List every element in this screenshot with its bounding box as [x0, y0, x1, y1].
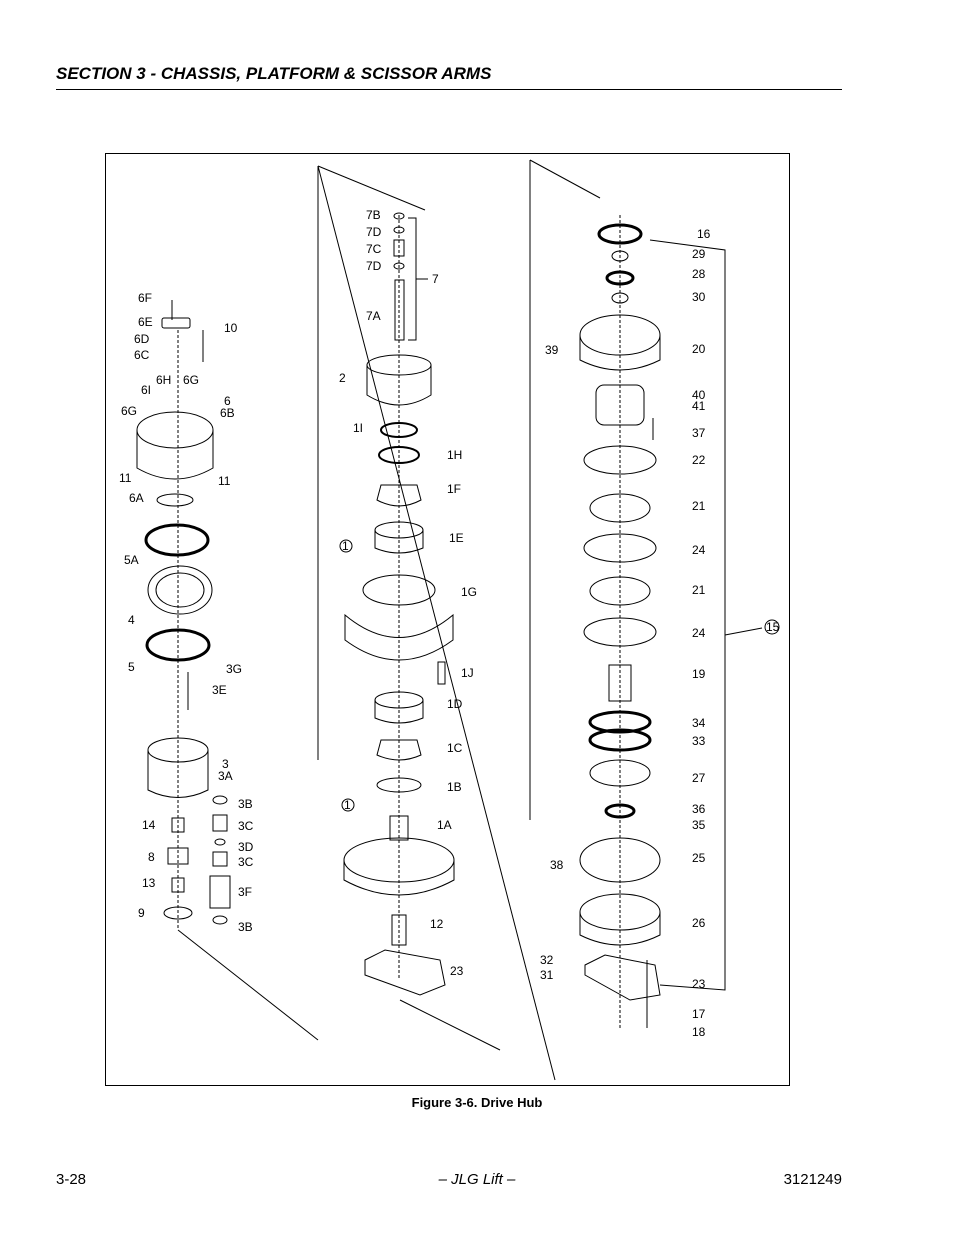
callout-3C: 3C	[238, 819, 254, 833]
callout-22: 22	[692, 453, 706, 467]
callout-13: 13	[142, 876, 156, 890]
callout-33: 33	[692, 734, 706, 748]
callout-7B: 7B	[366, 208, 381, 222]
callout-29: 29	[692, 247, 706, 261]
callout-28: 28	[692, 267, 706, 281]
callout-3F: 3F	[238, 885, 252, 899]
callout-16: 16	[697, 227, 711, 241]
callout-35: 35	[692, 818, 706, 832]
callout-6G-2: 6G	[121, 404, 137, 418]
callout-2: 2	[339, 371, 346, 385]
callout-39: 39	[545, 343, 559, 357]
callout-20: 20	[692, 342, 706, 356]
callout-36: 36	[692, 802, 706, 816]
callout-24-2: 24	[692, 626, 706, 640]
callout-27: 27	[692, 771, 706, 785]
callout-1D: 1D	[447, 697, 463, 711]
callout-8: 8	[148, 850, 155, 864]
callout-1B: 1B	[447, 780, 462, 794]
callout-4: 4	[128, 613, 135, 627]
callout-32: 32	[540, 953, 554, 967]
callout-1F: 1F	[447, 482, 461, 496]
callout-6E: 6E	[138, 315, 153, 329]
callout-37: 37	[692, 426, 706, 440]
callout-3: 3	[222, 757, 229, 771]
footer-publisher: – JLG Lift –	[438, 1171, 516, 1188]
callout-1G: 1G	[461, 585, 477, 599]
callout-40: 40	[692, 388, 706, 402]
callout-6G: 6G	[183, 373, 199, 387]
callout-26: 26	[692, 916, 706, 930]
callout-31: 31	[540, 968, 554, 982]
callout-12: 12	[430, 917, 444, 931]
callout-23: 23	[450, 964, 464, 978]
figure-frame	[105, 153, 790, 1086]
callout-5A: 5A	[124, 553, 139, 567]
callout-6H: 6H	[156, 373, 171, 387]
callout-3C-2: 3C	[238, 855, 254, 869]
document-number: 3121249	[783, 1171, 842, 1188]
callout-17: 17	[692, 1007, 706, 1021]
callout-23-2: 23	[692, 977, 706, 991]
callout-7C: 7C	[366, 242, 382, 256]
callout-14: 14	[142, 818, 156, 832]
callout-25: 25	[692, 851, 706, 865]
callout-3B-2: 3B	[238, 920, 253, 934]
section-header: SECTION 3 - CHASSIS, PLATFORM & SCISSOR …	[56, 64, 492, 83]
callout-18: 18	[692, 1025, 706, 1039]
callout-1-2: 1	[344, 798, 351, 812]
callout-1I: 1I	[353, 421, 363, 435]
callout-6F: 6F	[138, 291, 152, 305]
callout-6B: 6B	[220, 406, 235, 420]
callout-24: 24	[692, 543, 706, 557]
callout-34: 34	[692, 716, 706, 730]
callout-10: 10	[224, 321, 238, 335]
callout-6: 6	[224, 394, 231, 408]
callout-1J: 1J	[461, 666, 474, 680]
callout-11-2: 11	[218, 474, 231, 488]
callout-3G: 3G	[226, 662, 242, 676]
callout-7: 7	[432, 272, 439, 286]
callout-9: 9	[138, 906, 145, 920]
callout-6D: 6D	[134, 332, 150, 346]
callout-41: 41	[692, 399, 706, 413]
callout-1A: 1A	[437, 818, 452, 832]
callout-21-2: 21	[692, 583, 706, 597]
callout-3A: 3A	[218, 769, 233, 783]
callout-6I: 6I	[141, 383, 151, 397]
figure-caption: Figure 3-6. Drive Hub	[411, 1095, 543, 1110]
page-number: 3-28	[56, 1171, 87, 1188]
callout-3B: 3B	[238, 797, 253, 811]
callout-5: 5	[128, 660, 135, 674]
callout-6A: 6A	[129, 491, 144, 505]
callout-6C: 6C	[134, 348, 150, 362]
callout-19: 19	[692, 667, 706, 681]
callout-7D-2: 7D	[366, 259, 382, 273]
callout-15: 15	[766, 620, 780, 634]
callout-1E: 1E	[449, 531, 464, 545]
header-rule	[56, 89, 842, 90]
callout-1C: 1C	[447, 741, 463, 755]
callout-7D: 7D	[366, 225, 382, 239]
callout-7A: 7A	[366, 309, 381, 323]
callout-3D: 3D	[238, 840, 254, 854]
callout-3E: 3E	[212, 683, 227, 697]
callout-21: 21	[692, 499, 706, 513]
callout-1: 1	[342, 539, 349, 553]
callout-38: 38	[550, 858, 564, 872]
callout-1H: 1H	[447, 448, 462, 462]
callout-11: 11	[119, 471, 132, 485]
callout-30: 30	[692, 290, 706, 304]
